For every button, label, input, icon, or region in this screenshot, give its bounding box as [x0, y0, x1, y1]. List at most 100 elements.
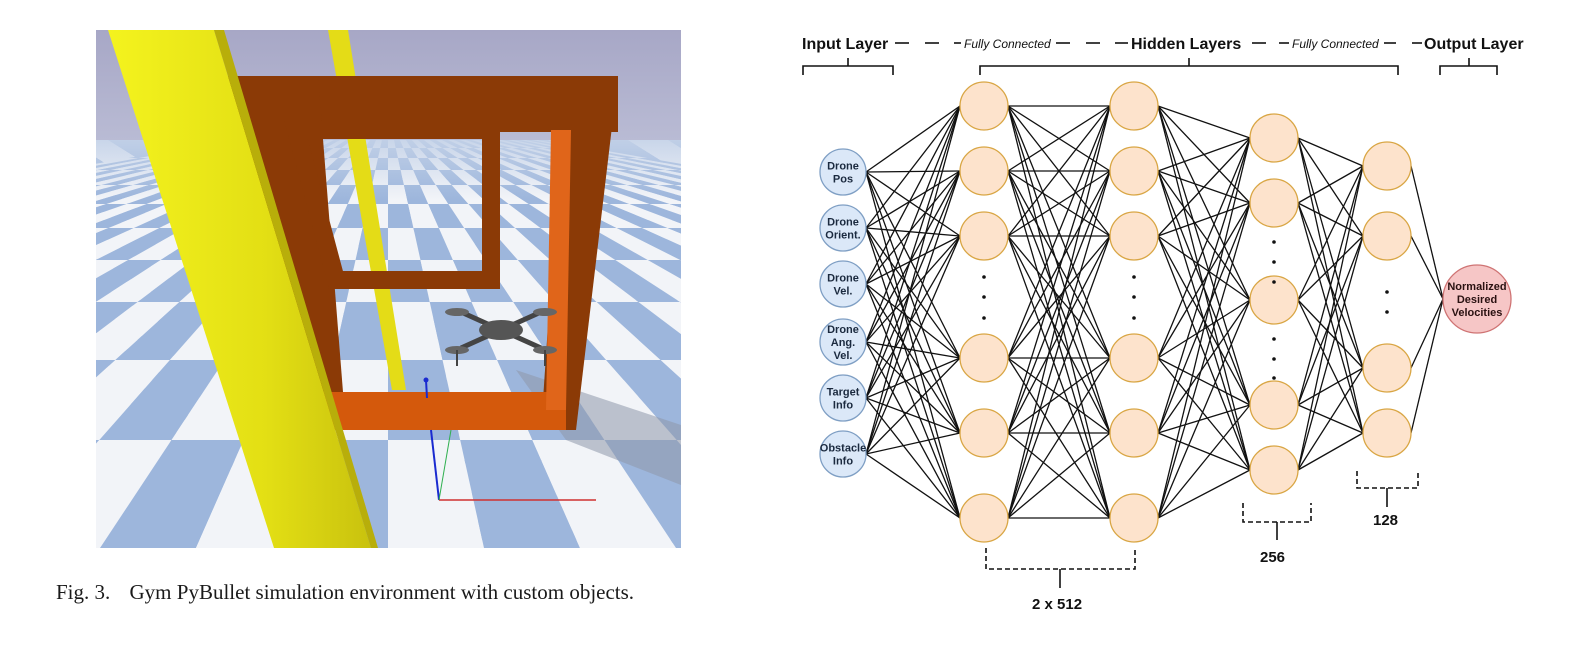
connection-edge	[1297, 165, 1364, 204]
hidden4-node	[1362, 211, 1412, 261]
connection-edge	[1157, 202, 1251, 359]
connection-edge	[1007, 235, 1111, 359]
connection-edge	[1297, 202, 1364, 237]
connection-edge	[865, 105, 961, 343]
hidden1-node	[959, 408, 1009, 458]
input-node-label: Drone	[827, 324, 859, 336]
hidden1-node	[959, 493, 1009, 543]
hidden2-node	[1109, 146, 1159, 196]
connection-edge	[865, 432, 961, 455]
connection-edge	[1007, 357, 1111, 434]
connection-edge	[1007, 105, 1111, 434]
network-diagram: Input Layer Fully Connected Hidden Layer…	[802, 36, 1524, 613]
connection-edge	[1297, 165, 1364, 471]
yellow-pillar	[108, 30, 371, 548]
connection-edge	[865, 171, 961, 237]
hidden4-node	[1362, 408, 1412, 458]
connection-edge	[1157, 404, 1251, 434]
connection-edge	[865, 341, 961, 359]
input-layer-label: Input Layer	[802, 36, 888, 53]
connection-edge	[865, 105, 961, 455]
hidden1-node	[959, 211, 1009, 261]
nodes: DronePosDroneOrient.DroneVel.DroneAng.Ve…	[819, 81, 1512, 543]
connection-edge	[1157, 235, 1251, 406]
connection-edge	[865, 283, 961, 434]
size-label-hidden4: 128	[1373, 512, 1398, 529]
connection-edge	[1007, 235, 1111, 519]
connection-edge	[1410, 235, 1444, 300]
connection-edge	[1007, 170, 1111, 434]
connection-edge	[1157, 137, 1251, 237]
input-node-label: Info	[833, 400, 853, 412]
ellipsis-dot	[1272, 357, 1276, 361]
conn2-label: Fully Connected	[1292, 37, 1379, 51]
ellipsis-dot	[1385, 310, 1389, 314]
connection-edge	[865, 227, 961, 359]
connection-edge	[1007, 105, 1111, 359]
output-node-label: Velocities	[1452, 307, 1503, 319]
connection-edge	[865, 105, 961, 285]
connection-edge	[865, 105, 961, 229]
connection-edge	[865, 341, 961, 519]
connection-edge	[1297, 367, 1364, 471]
axis-z	[430, 429, 440, 501]
input-node-label: Vel.	[834, 286, 853, 298]
ellipsis-dot	[1132, 316, 1136, 320]
hidden3-node	[1249, 178, 1299, 228]
connection-edge	[865, 170, 961, 285]
connection-edge	[865, 227, 961, 434]
ellipsis-dot	[1272, 260, 1276, 264]
connection-edge	[1297, 432, 1364, 471]
connection-edge	[1157, 432, 1251, 471]
size-brackets	[985, 471, 1419, 570]
connection-edge	[865, 171, 961, 434]
connection-edge	[1297, 165, 1364, 406]
input-node-label: Drone	[827, 161, 859, 173]
output-node-label: Normalized	[1447, 281, 1506, 293]
conn1-label: Fully Connected	[964, 37, 1051, 51]
connection-edge	[1157, 170, 1251, 301]
connection-edge	[1157, 357, 1251, 471]
hidden1-node	[959, 81, 1009, 131]
hidden4-node	[1362, 343, 1412, 393]
connection-edge	[1007, 170, 1111, 359]
connection-edge	[1297, 165, 1364, 301]
connection-edge	[1297, 235, 1364, 471]
input-node-label: Drone	[827, 273, 859, 285]
hidden3-node	[1249, 275, 1299, 325]
input-node-label: Info	[833, 456, 853, 468]
ellipsis-dot	[1272, 240, 1276, 244]
connection-edge	[865, 235, 961, 399]
connection-edge	[865, 341, 961, 434]
ellipsis-dots	[982, 240, 1389, 380]
connection-edge	[1157, 469, 1251, 519]
ellipsis-dot	[1272, 376, 1276, 380]
connection-edge	[865, 170, 961, 229]
figure-caption: Fig. 3. Gym PyBullet simulation environm…	[56, 580, 756, 605]
connection-edge	[1297, 137, 1364, 167]
hidden-layers-label: Hidden Layers	[1131, 36, 1241, 53]
connection-edge	[1157, 105, 1251, 139]
simulation-image	[96, 30, 681, 548]
connection-edge	[1007, 357, 1111, 519]
connection-edge	[1157, 299, 1251, 434]
connection-edge	[865, 357, 961, 455]
hidden2-node	[1109, 211, 1159, 261]
connection-edge	[865, 170, 961, 173]
connection-edge	[865, 227, 961, 237]
connection-edge	[865, 170, 961, 343]
input-node-label: Orient.	[825, 230, 860, 242]
input-node-label: Drone	[827, 217, 859, 229]
input-node-label: Vel.	[834, 350, 853, 362]
connection-edge	[1157, 105, 1251, 406]
connection-edge	[865, 170, 961, 455]
hidden3-node	[1249, 113, 1299, 163]
hidden1-node	[959, 333, 1009, 383]
ellipsis-dot	[1132, 295, 1136, 299]
connection-edge	[1007, 170, 1111, 237]
header: Input Layer Fully Connected Hidden Layer…	[802, 36, 1524, 75]
